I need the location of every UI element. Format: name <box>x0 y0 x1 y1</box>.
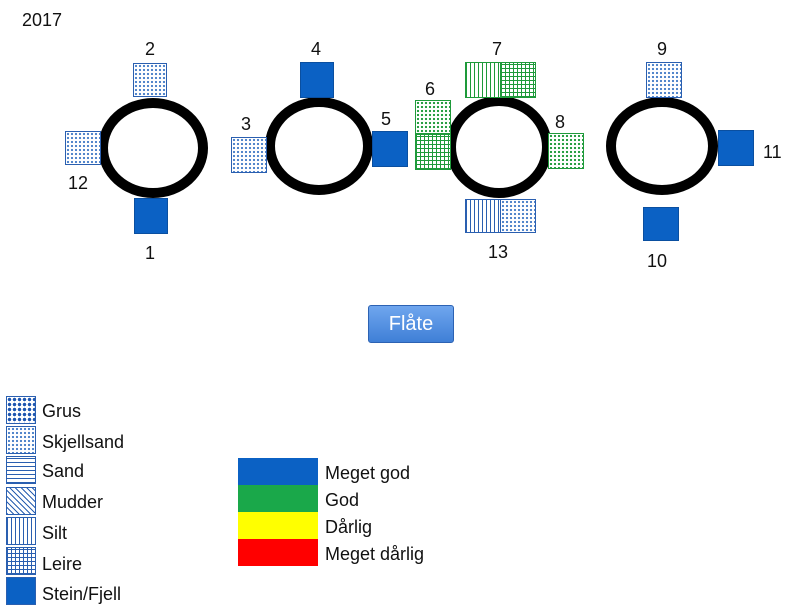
quality-swatch-meget-god <box>238 458 318 485</box>
station-ring-1 <box>98 98 208 198</box>
sample-10[interactable] <box>643 207 679 241</box>
legend-swatch-grus <box>6 396 36 424</box>
number-4: 4 <box>311 39 322 59</box>
number-6: 6 <box>425 79 436 99</box>
legend-label-leire: Leire <box>42 554 83 574</box>
sample-2[interactable] <box>133 63 167 97</box>
number-3: 3 <box>241 114 252 134</box>
sample-5[interactable] <box>372 131 408 167</box>
legend-label-mudder: Mudder <box>42 492 104 512</box>
sample-7a[interactable] <box>465 62 501 98</box>
year-label: 2017 <box>22 10 63 30</box>
legend-swatch-leire <box>6 547 36 575</box>
legend-label-grus: Grus <box>42 401 82 421</box>
sample-7b[interactable] <box>500 62 536 98</box>
quality-label-darlig: Dårlig <box>325 517 373 537</box>
flate-button[interactable]: Flåte <box>368 305 454 343</box>
quality-label-meget-darlig: Meget dårlig <box>325 544 425 564</box>
sample-11[interactable] <box>718 130 754 166</box>
station-ring-4 <box>606 97 718 195</box>
number-8: 8 <box>555 112 566 132</box>
quality-label-god: God <box>325 490 360 510</box>
number-1: 1 <box>145 243 156 263</box>
number-7: 7 <box>492 39 503 59</box>
quality-swatch-darlig <box>238 512 318 539</box>
legend-swatch-sand <box>6 456 36 484</box>
sample-1[interactable] <box>134 198 168 234</box>
legend-swatch-skjellsand <box>6 426 36 454</box>
legend-swatch-mudder <box>6 487 36 515</box>
sample-6b[interactable] <box>415 134 451 170</box>
legend-swatch-stein <box>6 577 36 605</box>
legend-label-silt: Silt <box>42 523 68 543</box>
legend-label-stein: Stein/Fjell <box>42 584 122 604</box>
sample-13b[interactable] <box>500 199 536 233</box>
station-ring-2 <box>265 97 373 195</box>
number-9: 9 <box>657 39 668 59</box>
number-10: 10 <box>647 251 668 271</box>
station-ring-3 <box>446 96 552 198</box>
sample-9[interactable] <box>646 62 682 98</box>
legend-label-skjellsand: Skjellsand <box>42 432 125 452</box>
sample-8[interactable] <box>548 133 584 169</box>
legend-label-sand: Sand <box>42 461 85 481</box>
number-5: 5 <box>381 109 392 129</box>
number-13: 13 <box>488 242 509 262</box>
number-2: 2 <box>145 39 156 59</box>
sample-12[interactable] <box>65 131 101 165</box>
number-11: 11 <box>763 142 782 162</box>
number-12: 12 <box>68 173 89 193</box>
quality-swatch-god <box>238 485 318 512</box>
legend-swatch-silt <box>6 517 36 545</box>
quality-swatch-meget-darlig <box>238 539 318 566</box>
sample-4[interactable] <box>300 62 334 98</box>
sample-13a[interactable] <box>465 199 501 233</box>
sample-3[interactable] <box>231 137 267 173</box>
quality-label-meget-god: Meget god <box>325 463 411 483</box>
sample-6a[interactable] <box>415 100 451 134</box>
